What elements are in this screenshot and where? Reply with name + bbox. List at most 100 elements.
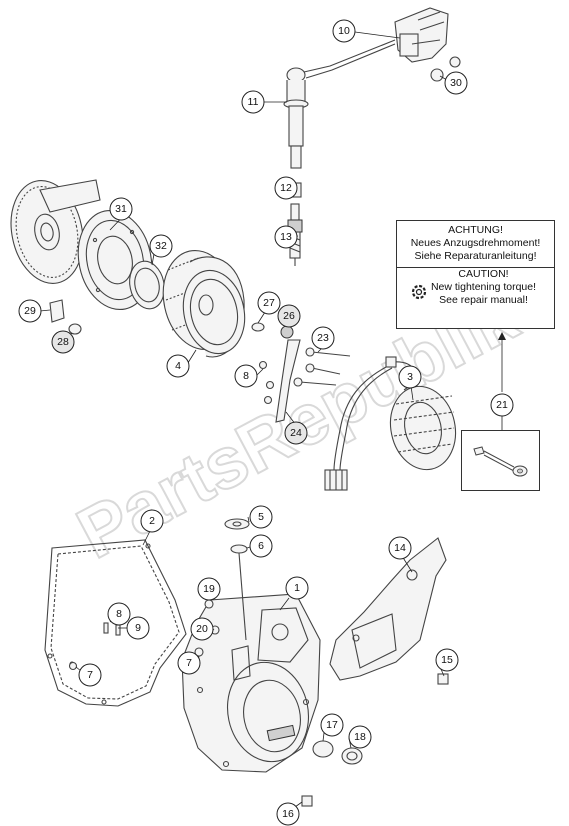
svg-text:26: 26 xyxy=(283,310,295,322)
cover-seal-5 xyxy=(224,518,250,530)
svg-text:12: 12 xyxy=(280,182,292,194)
callout-9: 9 xyxy=(126,616,150,640)
callout-31: 31 xyxy=(109,197,133,221)
svg-text:8: 8 xyxy=(243,370,249,382)
washer-32 xyxy=(129,260,165,310)
hex-nuts-30 xyxy=(430,56,461,82)
svg-text:16: 16 xyxy=(282,808,294,820)
notice-heading-de: ACHTUNG! xyxy=(448,224,503,236)
svg-text:9: 9 xyxy=(135,622,141,634)
svg-text:6: 6 xyxy=(258,540,264,552)
callout-8-upper: 8 xyxy=(234,364,258,388)
svg-text:24: 24 xyxy=(290,427,302,439)
callout-8-lower: 8 xyxy=(107,602,131,626)
callout-5: 5 xyxy=(249,505,273,529)
callout-21: 21 xyxy=(490,393,514,417)
callout-19: 19 xyxy=(197,577,221,601)
callout-20: 20 xyxy=(190,617,214,641)
notice-line2-de: Siehe Reparaturanleitung! xyxy=(414,250,537,262)
notice-divider xyxy=(397,267,554,268)
caution-leader xyxy=(498,332,506,430)
callout-16: 16 xyxy=(276,802,300,826)
callout-28: 28 xyxy=(51,330,75,354)
svg-text:8: 8 xyxy=(116,608,122,620)
cable-guide xyxy=(275,339,301,423)
svg-text:29: 29 xyxy=(24,305,36,317)
torque-detail-inset xyxy=(461,430,540,491)
caution-notice: ACHTUNG! Neues Anzugsdrehmoment! Siehe R… xyxy=(396,220,555,329)
callout-29: 29 xyxy=(18,299,42,323)
svg-text:1: 1 xyxy=(294,582,300,594)
notice-line1-de: Neues Anzugsdrehmoment! xyxy=(410,237,541,249)
svg-text:28: 28 xyxy=(57,336,69,348)
svg-text:11: 11 xyxy=(248,96,259,108)
bolt-washer-detail xyxy=(473,446,528,477)
screw-16 xyxy=(301,795,313,807)
svg-text:7: 7 xyxy=(186,657,192,669)
svg-text:14: 14 xyxy=(394,542,406,554)
svg-text:18: 18 xyxy=(354,731,366,743)
svg-text:23: 23 xyxy=(317,332,329,344)
svg-text:7: 7 xyxy=(87,669,93,681)
callout-7-right: 7 xyxy=(177,651,201,675)
svg-text:17: 17 xyxy=(326,719,338,731)
plug-18 xyxy=(341,747,363,765)
callout-3: 3 xyxy=(398,365,422,389)
callout-27: 27 xyxy=(257,291,281,315)
stator xyxy=(389,385,457,471)
flywheel-nut-26 xyxy=(280,325,294,339)
svg-text:5: 5 xyxy=(258,511,264,523)
callout-6: 6 xyxy=(249,534,273,558)
callout-10: 10 xyxy=(332,19,356,43)
callout-17: 17 xyxy=(320,713,344,737)
svg-text:32: 32 xyxy=(155,240,167,252)
svg-text:30: 30 xyxy=(450,77,462,89)
svg-text:27: 27 xyxy=(263,297,275,309)
callout-7-left: 7 xyxy=(78,663,102,687)
flywheel-washer-27 xyxy=(251,322,265,332)
screws-23 xyxy=(293,347,351,387)
gear-icon xyxy=(411,284,427,300)
callout-15: 15 xyxy=(435,648,459,672)
screws-8 xyxy=(258,360,275,405)
svg-text:19: 19 xyxy=(203,583,215,595)
svg-text:13: 13 xyxy=(280,231,292,243)
starter-gear xyxy=(10,179,101,284)
svg-text:4: 4 xyxy=(175,360,181,372)
callout-2: 2 xyxy=(140,509,164,533)
callout-30: 30 xyxy=(444,71,468,95)
svg-text:15: 15 xyxy=(441,654,453,666)
callout-13: 13 xyxy=(274,225,298,249)
notice-line1-en: New tightening torque! xyxy=(430,281,537,293)
svg-text:3: 3 xyxy=(407,371,413,383)
plug-17 xyxy=(312,740,334,758)
callout-18: 18 xyxy=(348,725,372,749)
screw-7-left xyxy=(68,661,78,671)
callout-4: 4 xyxy=(166,354,190,378)
screw-19 xyxy=(204,599,214,609)
o-ring-6 xyxy=(230,544,248,641)
callout-11: 11 xyxy=(241,90,265,114)
callout-14: 14 xyxy=(388,536,412,560)
callout-24: 24 xyxy=(284,421,308,445)
callout-12: 12 xyxy=(274,176,298,200)
notice-line2-en: See repair manual! xyxy=(439,294,528,306)
callout-1: 1 xyxy=(285,576,309,600)
sensor-bracket xyxy=(329,537,447,681)
ignition-coil xyxy=(303,7,449,79)
svg-text:21: 21 xyxy=(496,399,508,411)
svg-text:10: 10 xyxy=(338,25,350,37)
callout-23: 23 xyxy=(311,326,335,350)
bracket-29 xyxy=(49,299,65,323)
spark-plug-cap xyxy=(283,67,309,169)
callout-32: 32 xyxy=(149,234,173,258)
svg-text:2: 2 xyxy=(149,515,155,527)
ignition-cover xyxy=(181,593,321,773)
callout-26: 26 xyxy=(277,304,301,328)
screw-28 xyxy=(68,323,82,335)
notice-heading-en: CAUTION! xyxy=(458,268,509,280)
svg-text:31: 31 xyxy=(115,203,127,215)
svg-text:20: 20 xyxy=(196,623,208,635)
screw-15 xyxy=(437,673,449,685)
